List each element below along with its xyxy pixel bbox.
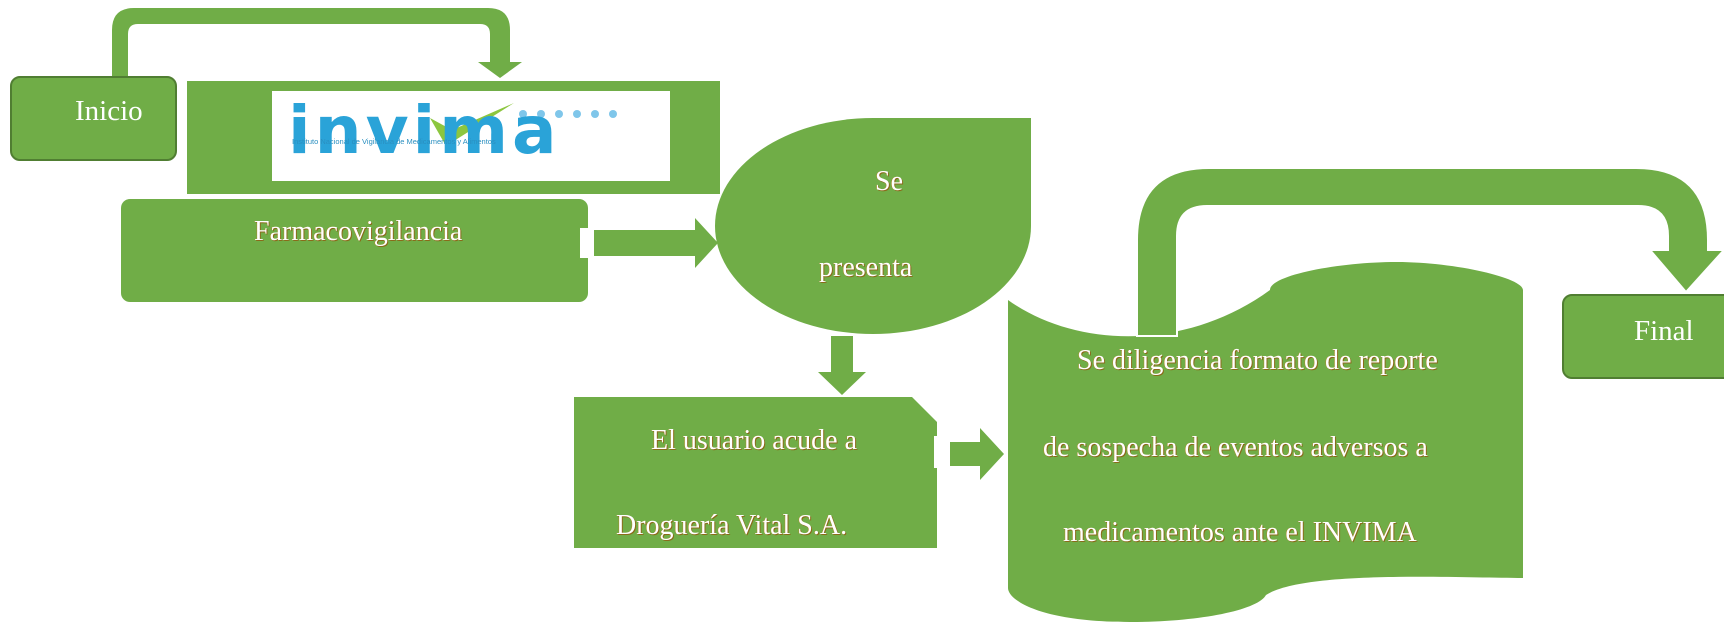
diligencia-label-line2: de sospecha de eventos adversos a: [1043, 432, 1428, 463]
arrow-diligencia-to-final: [1136, 167, 1724, 337]
usuario-label-line1: El usuario acude a: [651, 425, 858, 456]
arrow-usuario-to-diligencia: [950, 428, 1004, 480]
arrow-farma-to-presenta: [594, 218, 718, 268]
logo-dot-icon: [555, 110, 563, 118]
logo-panel: [272, 91, 670, 181]
logo-wordmark: invima: [288, 98, 561, 164]
diligencia-label-line3: medicamentos ante el INVIMA: [1063, 517, 1417, 548]
logo-subtitle: Instituto Nacional de Vigilancia de Medi…: [292, 137, 496, 146]
end-label: Final: [1634, 315, 1694, 347]
logo-dot-icon: [519, 110, 527, 118]
logo-swoosh-icon: [430, 103, 514, 146]
arrow-presenta-to-usuario: [818, 336, 866, 395]
start-label: Inicio: [75, 95, 143, 127]
arrow-inicio-to-logo: [112, 8, 522, 78]
logo-dot-icon: [573, 110, 581, 118]
farmacovigilancia-notch: [580, 228, 588, 258]
se-presenta-label-line2: presenta: [819, 252, 913, 283]
usuario-label-line2: Droguería Vital S.A.: [616, 510, 848, 541]
start-box: [10, 76, 177, 161]
se-presenta-shape: [715, 118, 1031, 334]
logo-dot-icon: [591, 110, 599, 118]
logo-name: invima: [288, 92, 561, 169]
farmacovigilancia-label: Farmacovigilancia: [254, 216, 463, 247]
diligencia-label-line1: Se diligencia formato de reporte: [1077, 345, 1438, 376]
logo-dot-icon: [537, 110, 545, 118]
farmacovigilancia-box: [121, 199, 588, 302]
diligencia-shape: [1008, 262, 1523, 622]
logo-dot-icon: [609, 110, 617, 118]
usuario-notch: [934, 436, 940, 468]
se-presenta-label-line1: Se: [875, 166, 903, 197]
end-box: [1562, 294, 1724, 379]
usuario-shape: [574, 397, 937, 548]
